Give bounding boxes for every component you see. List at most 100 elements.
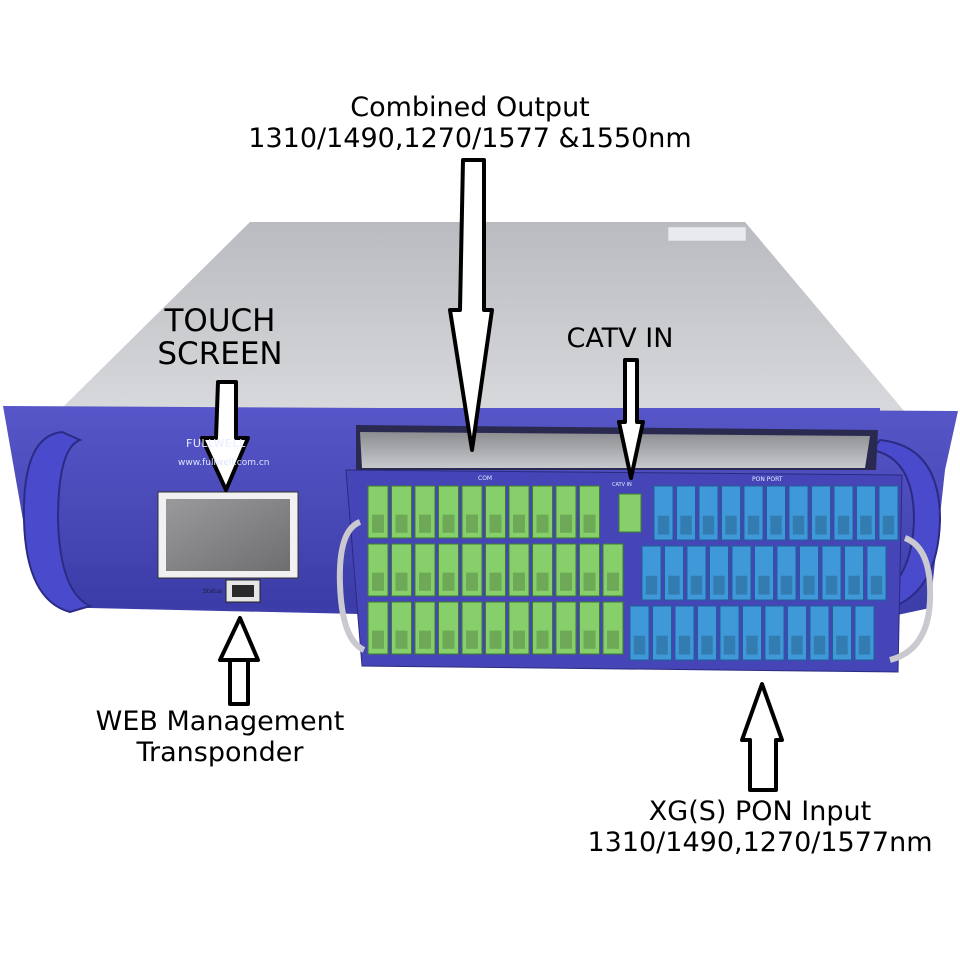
tray-left-handle[interactable] — [336, 519, 366, 653]
com-adapter[interactable] — [602, 543, 624, 597]
touch-caption-line1: TOUCH — [164, 303, 276, 339]
adapter-latch — [882, 515, 895, 535]
com-adapter[interactable] — [438, 543, 459, 597]
pon-adapter[interactable] — [832, 605, 852, 661]
com-adapter[interactable] — [414, 543, 436, 597]
pon-adapter[interactable] — [788, 485, 809, 541]
com-adapter[interactable] — [508, 601, 530, 655]
com-adapter[interactable] — [485, 601, 506, 655]
web-caption-line2: Transponder — [136, 737, 304, 769]
com-adapter[interactable] — [367, 543, 389, 597]
com-adapter[interactable] — [391, 601, 412, 655]
pon-adapter[interactable] — [686, 545, 707, 601]
com-adapter[interactable] — [438, 485, 459, 539]
adapter-latch — [395, 572, 408, 591]
pon-adapter[interactable] — [698, 485, 719, 541]
pon-adapter[interactable] — [787, 605, 807, 661]
pon-port-label: PON PORT — [752, 476, 783, 483]
adapter-latch — [607, 572, 619, 591]
rating-label — [667, 226, 747, 242]
com-adapter[interactable] — [532, 601, 553, 655]
pon-adapter[interactable] — [764, 605, 785, 661]
com-adapter[interactable] — [532, 485, 553, 539]
com-adapter[interactable] — [414, 601, 436, 655]
catv-in-adapter[interactable] — [618, 493, 642, 533]
pon-adapter[interactable] — [811, 485, 831, 541]
com-adapter[interactable] — [532, 543, 553, 597]
pon-adapter[interactable] — [697, 605, 717, 661]
adapter-latch — [607, 630, 619, 649]
adapter-latch — [656, 635, 668, 655]
com-adapter[interactable] — [367, 485, 389, 539]
pon-adapter[interactable] — [676, 485, 696, 541]
com-adapter[interactable] — [602, 601, 624, 655]
adapter-latch — [560, 514, 572, 533]
pon-adapter[interactable] — [742, 605, 762, 661]
com-adapter[interactable] — [461, 485, 483, 539]
com-adapter[interactable] — [391, 543, 412, 597]
pon-adapter[interactable] — [856, 485, 876, 541]
adapter-latch — [419, 630, 431, 649]
adapter-latch — [419, 514, 431, 533]
adapter-latch — [489, 630, 502, 649]
adapter-latch — [780, 575, 793, 595]
com-adapter[interactable] — [555, 601, 577, 655]
pon-adapter[interactable] — [719, 605, 740, 661]
tray-right-handle[interactable] — [889, 535, 934, 663]
com-adapter[interactable] — [508, 485, 530, 539]
adapter-latch — [419, 572, 431, 591]
pon-adapter[interactable] — [629, 605, 650, 661]
pon-adapter[interactable] — [674, 605, 695, 661]
arrow-pon-input — [740, 682, 784, 792]
pon-adapter[interactable] — [766, 485, 786, 541]
adapter-latch — [513, 572, 525, 591]
com-adapter[interactable] — [367, 601, 389, 655]
pon-adapter[interactable] — [653, 485, 674, 541]
pon-adapter[interactable] — [844, 545, 864, 601]
com-adapter[interactable] — [508, 543, 530, 597]
pon-adapter[interactable] — [854, 605, 875, 661]
com-adapter[interactable] — [485, 485, 506, 539]
pon-adapter[interactable] — [776, 545, 797, 601]
pon-adapter[interactable] — [833, 485, 854, 541]
pon-adapter[interactable] — [743, 485, 764, 541]
com-adapter[interactable] — [461, 601, 483, 655]
pon-adapter[interactable] — [754, 545, 774, 601]
com-adapter[interactable] — [438, 601, 459, 655]
adapter-latch — [466, 630, 478, 649]
pon-adapter[interactable] — [731, 545, 752, 601]
touch-caption-line2: SCREEN — [157, 335, 283, 372]
pon-adapter[interactable] — [652, 605, 672, 661]
pon-adapter[interactable] — [721, 485, 741, 541]
com-adapter[interactable] — [579, 601, 600, 655]
com-adapter[interactable] — [555, 485, 577, 539]
com-adapter[interactable] — [391, 485, 412, 539]
catv-port-label: CATV IN — [612, 482, 632, 488]
com-adapter[interactable] — [461, 543, 483, 597]
pon-adapter[interactable] — [821, 545, 842, 601]
adapter-latch — [442, 630, 455, 649]
com-label: COM — [478, 475, 493, 482]
catv-in-caption: CATV IN — [566, 323, 674, 354]
touch-screen[interactable] — [166, 499, 290, 571]
website-text: www.fullwell.com.cn — [178, 458, 270, 468]
pon-adapter[interactable] — [878, 485, 899, 541]
adapter-latch — [466, 514, 478, 533]
adapter-latch — [836, 635, 848, 655]
pon-adapter[interactable] — [641, 545, 662, 601]
com-adapter[interactable] — [579, 485, 600, 539]
adapter-latch — [442, 572, 455, 591]
pon-adapter[interactable] — [664, 545, 684, 601]
pon-adapter[interactable] — [809, 605, 830, 661]
com-adapter[interactable] — [414, 485, 436, 539]
com-adapter[interactable] — [485, 543, 506, 597]
pon-adapter[interactable] — [866, 545, 887, 601]
adapter-latch — [680, 515, 692, 535]
com-adapter[interactable] — [555, 543, 577, 597]
pon-adapter[interactable] — [799, 545, 819, 601]
combined-output-caption: Combined Output 1310/1490,1270/1577 &155… — [200, 92, 740, 154]
com-adapter[interactable] — [579, 543, 600, 597]
pon-adapter[interactable] — [709, 545, 729, 601]
adapter-latch — [466, 572, 478, 591]
